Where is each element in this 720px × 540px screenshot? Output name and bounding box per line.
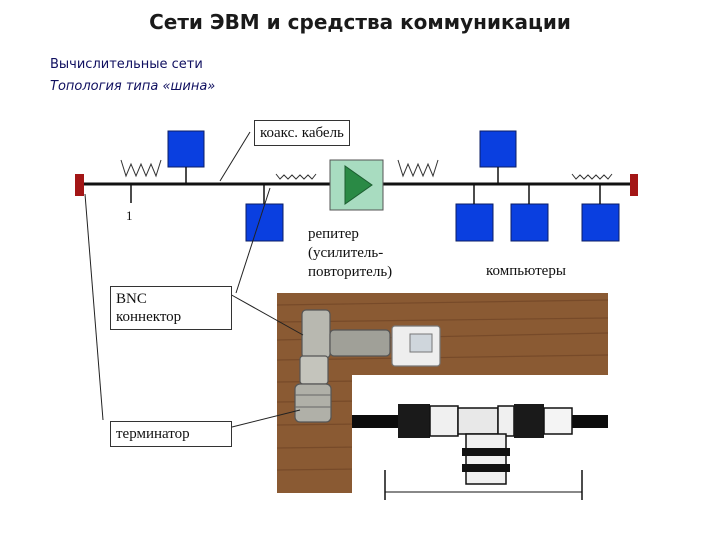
repeater-label: репитер (усилитель- повторитель) — [308, 225, 392, 282]
terminator-right — [630, 174, 638, 196]
signal-wave-icon — [120, 159, 439, 178]
slide-subtitle: Вычислительные сети — [50, 57, 203, 72]
repeater — [329, 159, 384, 211]
repeater-label-line1: репитер — [308, 226, 359, 242]
terminator-label: терминатор — [110, 421, 232, 447]
bnc-label-line2: коннектор — [116, 309, 182, 325]
bnc-connector-label: BNC коннектор — [110, 286, 232, 330]
repeater-label-line3: повторитель) — [308, 264, 393, 280]
computer-bottom-3 — [510, 203, 549, 242]
coax-cable-label: коакс. кабель — [254, 120, 350, 146]
attenuated-signal-icon — [275, 173, 613, 180]
computer-bottom-1 — [245, 203, 284, 242]
terminator-left — [75, 174, 84, 196]
computer-bottom-2 — [455, 203, 494, 242]
node-number-label: 1 — [126, 208, 133, 223]
computer-bottom-4 — [581, 203, 620, 242]
connector-photo — [276, 293, 609, 500]
bnc-label-line1: BNC — [116, 291, 147, 307]
computers-label: компьютеры — [486, 263, 566, 279]
slide-topic: Топология типа «шина» — [50, 79, 216, 94]
repeater-label-line2: (усилитель- — [308, 245, 384, 261]
computer-top-2 — [479, 130, 517, 168]
slide-title: Сети ЭВМ и средства коммуникации — [149, 10, 571, 34]
computer-top-1 — [167, 130, 205, 168]
